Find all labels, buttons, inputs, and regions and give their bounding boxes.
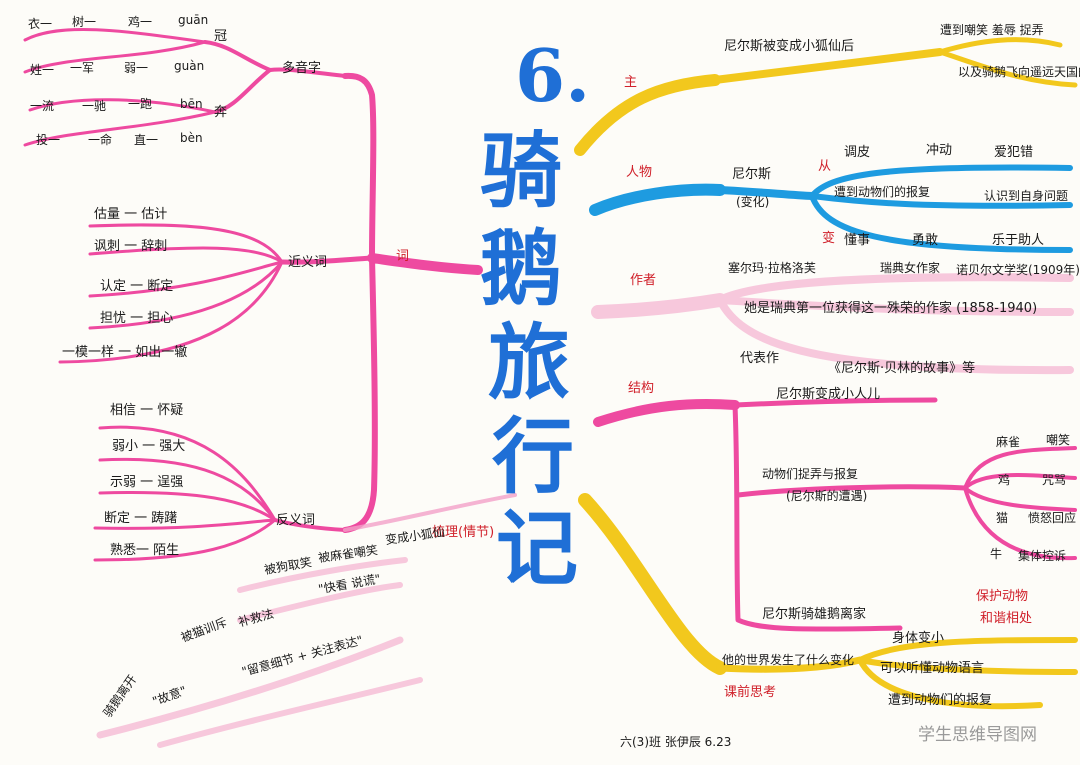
main-branch-sub-1: 遭到嘲笑 羞辱 捉弄 <box>940 23 1044 37</box>
character-after-label: 变 <box>822 231 836 246</box>
structure-item-4: 尼尔斯骑雄鹅离家 <box>762 607 867 622</box>
animal-2-action: 咒骂 <box>1042 473 1067 487</box>
ben-row-7: 直一 <box>134 133 159 147</box>
guan-row-7: 弱一 <box>124 61 149 75</box>
reflection-answer-3: 遭到动物们的报复 <box>888 693 993 708</box>
title-char-3: 旅 <box>488 315 571 411</box>
character-after-2: 勇敢 <box>912 233 939 248</box>
ben-row-2: 一驰 <box>82 99 107 113</box>
character-before-2: 冲动 <box>926 143 953 158</box>
author-desc: 她是瑞典第一位获得这一殊荣的作家 (1858-1940) <box>744 301 1038 316</box>
guan-row-1: 衣一 <box>28 17 53 31</box>
structure-item-1: 尼尔斯变成小人儿 <box>776 387 881 402</box>
character-mid-2: 认识到自身问题 <box>984 189 1069 203</box>
antonym-2: 弱小 一 强大 <box>112 439 186 454</box>
character-before-3: 爱犯错 <box>994 145 1034 160</box>
main-branch-label: 主 <box>624 75 638 90</box>
signature: 六(3)班 张伊辰 6.23 <box>620 735 732 749</box>
ben-row-3: 一跑 <box>128 97 153 111</box>
title-number: 6. <box>515 33 591 118</box>
structure-item-3: (尼尔斯的遭遇) <box>786 489 868 503</box>
animal-1-name: 麻雀 <box>996 435 1021 449</box>
ben-row-4: bēn <box>180 97 203 111</box>
author-name: 塞尔玛·拉格洛芙 <box>728 261 816 275</box>
synonym-2: 讽刺 一 辞刺 <box>94 239 168 254</box>
main-branch-lines <box>574 37 1078 156</box>
guan-row-5: 姓一 <box>30 63 55 77</box>
character-before-1: 调皮 <box>844 145 871 160</box>
character-mid-1: 遭到动物们的报复 <box>834 185 931 199</box>
character-name: 尼尔斯 <box>732 167 772 182</box>
animal-3-name: 猫 <box>996 511 1009 525</box>
animal-4-action: 集体控诉 <box>1018 549 1067 563</box>
guan-char: 冠 <box>214 29 228 44</box>
ben-char: 奔 <box>214 105 228 120</box>
reflection-answer-2: 可以听懂动物语言 <box>880 661 985 676</box>
synonym-5: 一模一样 一 如出一辙 <box>62 345 188 360</box>
guan-row-4: guān <box>178 13 209 27</box>
reflection-answer-1: 身体变小 <box>892 631 945 646</box>
character-label: 人物 <box>626 165 653 180</box>
antonyms-label: 反义词 <box>276 513 316 528</box>
structure-branch-lines <box>593 397 1077 632</box>
moral-2: 和谐相处 <box>980 611 1033 626</box>
author-label: 作者 <box>630 273 657 288</box>
title-char-1: 骑 <box>480 123 563 219</box>
synonym-3: 认定 一 断定 <box>100 279 174 294</box>
ben-row-1: 一流 <box>30 99 55 113</box>
polyphonic-label: 多音字 <box>282 61 322 76</box>
reflection-question: 他的世界发生了什么变化 <box>722 653 855 667</box>
reflection-branch-lines <box>578 493 1078 710</box>
character-after-3: 乐于助人 <box>992 233 1045 248</box>
watermark: 学生思维导图网 <box>918 725 1037 745</box>
title-char-5: 记 <box>496 501 579 597</box>
reflection-label: 课前思考 <box>724 685 777 700</box>
synonyms-label: 近义词 <box>288 255 328 270</box>
ben-row-8: bèn <box>180 131 203 145</box>
ben-row-6: 一命 <box>88 133 113 147</box>
guan-row-2: 树一 <box>72 15 97 29</box>
words-label: 词 <box>396 249 410 264</box>
animal-3-action: 愤怒回应 <box>1028 511 1077 525</box>
animal-2-name: 鸡 <box>998 473 1011 487</box>
animal-1-action: 嘲笑 <box>1046 433 1071 447</box>
author-works-label: 代表作 <box>740 351 780 366</box>
author-prize: 诺贝尔文学奖(1909年) <box>956 263 1080 277</box>
antonym-1: 相信 一 怀疑 <box>110 403 184 418</box>
character-sub: (变化) <box>736 195 770 209</box>
antonym-3: 示弱 一 逞强 <box>110 475 184 490</box>
structure-label: 结构 <box>628 381 655 396</box>
antonym-5: 熟悉一 陌生 <box>110 543 180 558</box>
character-before-label: 从 <box>818 159 832 174</box>
guan-row-6: 一军 <box>70 61 95 75</box>
title-char-2: 鹅 <box>480 221 563 317</box>
author-works: 《尼尔斯·贝林的故事》等 <box>828 361 976 376</box>
plot-label: 梳理(情节) <box>432 525 495 540</box>
main-branch-sub-2: 以及骑鹅飞向遥远天国的故事 <box>958 65 1080 79</box>
character-branch-lines <box>589 164 1073 253</box>
plot-strokes <box>96 557 423 748</box>
title-char-4: 行 <box>492 409 575 505</box>
guan-row-8: guàn <box>174 59 205 73</box>
ben-row-5: 投一 <box>36 133 61 147</box>
left-branches <box>23 27 517 562</box>
synonym-1: 估量 一 估计 <box>94 207 168 222</box>
animal-4-name: 牛 <box>990 547 1003 561</box>
guan-row-3: 鸡一 <box>128 15 153 29</box>
main-branch-text: 尼尔斯被变成小狐仙后 <box>724 39 855 54</box>
author-branch-lines <box>591 273 1074 375</box>
synonym-4: 担忧 一 担心 <box>100 311 174 326</box>
structure-item-2: 动物们捉弄与报复 <box>762 467 859 481</box>
author-country: 瑞典女作家 <box>880 261 941 275</box>
antonym-4: 断定 一 踌躇 <box>104 511 178 526</box>
character-after-1: 懂事 <box>844 233 871 248</box>
moral-1: 保护动物 <box>976 589 1029 604</box>
